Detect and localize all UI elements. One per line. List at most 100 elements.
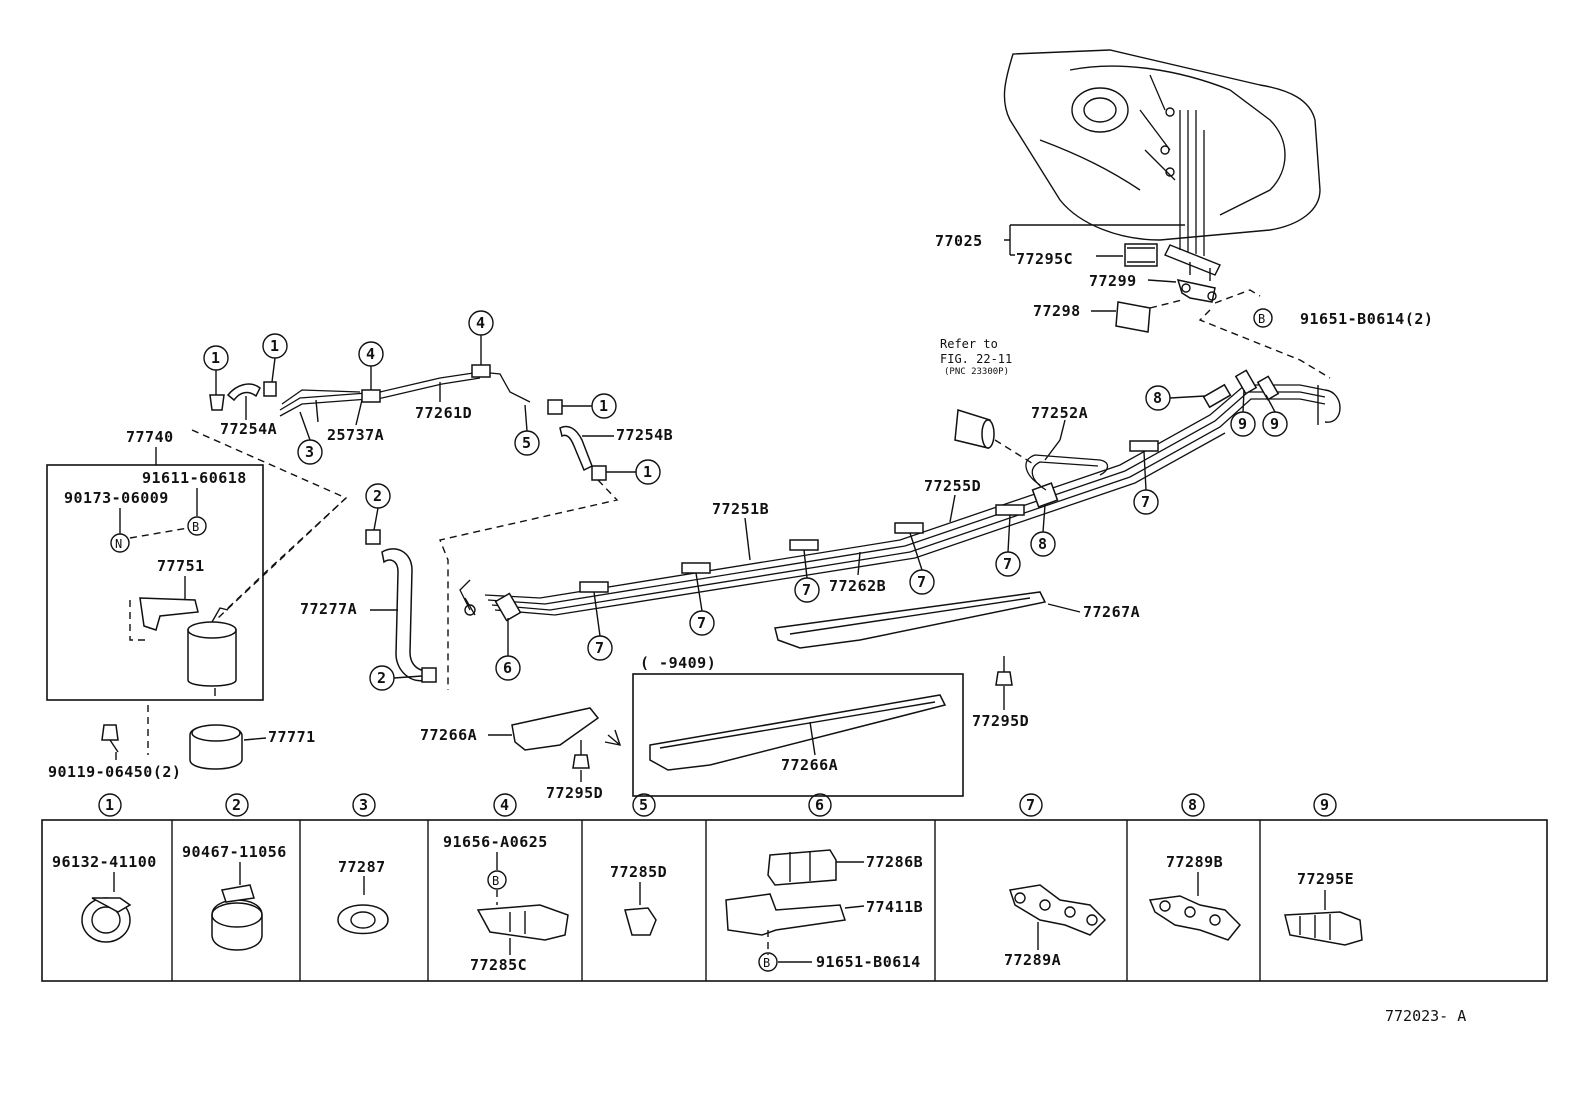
svg-text:8: 8 xyxy=(1038,535,1047,553)
part-77025: 77025 xyxy=(935,232,983,250)
callout-2b: 2 xyxy=(369,665,395,691)
legend-part-77295E: 77295E xyxy=(1297,870,1354,888)
svg-text:B: B xyxy=(763,956,770,970)
callout-7e: 7 xyxy=(689,610,715,636)
part-77299: 77299 xyxy=(1089,272,1137,290)
svg-text:9: 9 xyxy=(1238,415,1247,433)
legend-part-77289B: 77289B xyxy=(1166,853,1223,871)
part-77295D-a: 77295D xyxy=(972,712,1029,730)
bolt-90119 xyxy=(101,724,119,741)
refer-pnc-text: (PNC 23300P) xyxy=(944,367,1009,377)
callout-5: 5 xyxy=(514,430,540,456)
legend-header-3: 3 xyxy=(352,793,376,817)
svg-text:9: 9 xyxy=(1320,796,1329,814)
part-77295C: 77295C xyxy=(1016,250,1073,268)
protector-77267A xyxy=(774,591,1047,649)
bracket-77266A-b xyxy=(649,694,947,771)
callout-1a: 1 xyxy=(203,345,229,371)
clip-icon-77285C xyxy=(476,904,569,941)
bracket-77751 xyxy=(139,597,199,631)
svg-text:1: 1 xyxy=(211,349,220,367)
svg-text:B: B xyxy=(192,520,199,534)
callout-B-91651 xyxy=(1253,308,1273,328)
fuel-pipe-assembly xyxy=(459,384,1341,616)
svg-text:7: 7 xyxy=(1141,493,1150,511)
part-77254B: 77254B xyxy=(616,426,673,444)
callout-B-91651-b: B xyxy=(758,952,778,972)
legend-header-4: 4 xyxy=(493,793,517,817)
svg-text:3: 3 xyxy=(305,443,314,461)
part-25737A: 25737A xyxy=(327,426,384,444)
callout-1d: 1 xyxy=(635,459,661,485)
part-77740: 77740 xyxy=(126,428,174,446)
callout-9b: 9 xyxy=(1262,411,1288,437)
callout-6: 6 xyxy=(495,655,521,681)
clip-77295D-b xyxy=(572,754,590,769)
part-77266A-b: 77266A xyxy=(781,756,838,774)
clip-77295D-a xyxy=(995,671,1013,686)
clamp-1b xyxy=(263,381,277,397)
part-90119-06450: 90119-06450(2) xyxy=(48,763,181,781)
callout-4a: 4 xyxy=(358,341,384,367)
legend-part-77411B: 77411B xyxy=(866,898,923,916)
svg-text:B: B xyxy=(1258,312,1265,326)
legend-part-77286B: 77286B xyxy=(866,853,923,871)
part-90173-06009: 90173-06009 xyxy=(64,489,169,507)
svg-text:7: 7 xyxy=(697,614,706,632)
refer-fig-text: FIG. 22-11 xyxy=(940,352,1012,366)
part-77267A: 77267A xyxy=(1083,603,1140,621)
svg-text:7: 7 xyxy=(917,573,926,591)
svg-text:7: 7 xyxy=(595,639,604,657)
part-77295D-b: 77295D xyxy=(546,784,603,802)
bracket-77266A-a xyxy=(511,707,600,751)
callout-1c: 1 xyxy=(591,393,617,419)
legend-header-2: 2 xyxy=(225,793,249,817)
legend-header-6: 6 xyxy=(808,793,832,817)
clamp-icon-3 xyxy=(337,904,389,935)
svg-text:5: 5 xyxy=(522,434,531,452)
svg-text:9: 9 xyxy=(1270,415,1279,433)
svg-text:6: 6 xyxy=(503,659,512,677)
legend-part-96132: 96132-41100 xyxy=(52,853,157,871)
callout-9a: 9 xyxy=(1230,411,1256,437)
part-91611-60618: 91611-60618 xyxy=(142,469,247,487)
svg-text:B: B xyxy=(492,874,499,888)
svg-text:4: 4 xyxy=(500,796,509,814)
svg-text:7: 7 xyxy=(1026,796,1035,814)
svg-text:1: 1 xyxy=(270,337,279,355)
legend-header-7: 7 xyxy=(1019,793,1043,817)
clamp-icon-77289B xyxy=(1148,895,1242,941)
legend-part-90467: 90467-11056 xyxy=(182,843,287,861)
svg-text:7: 7 xyxy=(1003,555,1012,573)
clamp-4b xyxy=(471,364,491,378)
clamp-4a xyxy=(361,389,381,403)
bracket-77298 xyxy=(1115,301,1151,333)
callout-4b: 4 xyxy=(468,310,494,336)
legend-part-91651-B0614: 91651-B0614 xyxy=(816,953,921,971)
legend-part-91656: 91656-A0625 xyxy=(443,833,548,851)
callout-8a: 8 xyxy=(1030,531,1056,557)
part-77277A: 77277A xyxy=(300,600,357,618)
svg-text:3: 3 xyxy=(359,796,368,814)
hose-77254B xyxy=(559,425,593,472)
fuel-tank-illustration xyxy=(1003,49,1321,281)
canister-body xyxy=(187,629,237,687)
part-91651-B0614-2: 91651-B0614(2) xyxy=(1300,310,1433,328)
svg-text:1: 1 xyxy=(105,796,114,814)
svg-text:7: 7 xyxy=(802,581,811,599)
legend-header-1: 1 xyxy=(98,793,122,817)
clamp-2a xyxy=(365,529,381,545)
svg-text:2: 2 xyxy=(232,796,241,814)
date-range: ( -9409) xyxy=(640,654,716,672)
svg-text:1: 1 xyxy=(643,463,652,481)
callout-B-91611: B xyxy=(187,516,207,536)
part-77251B: 77251B xyxy=(712,500,769,518)
legend-part-77287: 77287 xyxy=(338,858,386,876)
hose-77254A xyxy=(226,383,261,402)
clamp-2b xyxy=(421,667,437,683)
svg-text:6: 6 xyxy=(815,796,824,814)
svg-text:4: 4 xyxy=(476,314,485,332)
clamp-icon-77289A xyxy=(1009,884,1107,936)
callout-8b: 8 xyxy=(1145,385,1171,411)
